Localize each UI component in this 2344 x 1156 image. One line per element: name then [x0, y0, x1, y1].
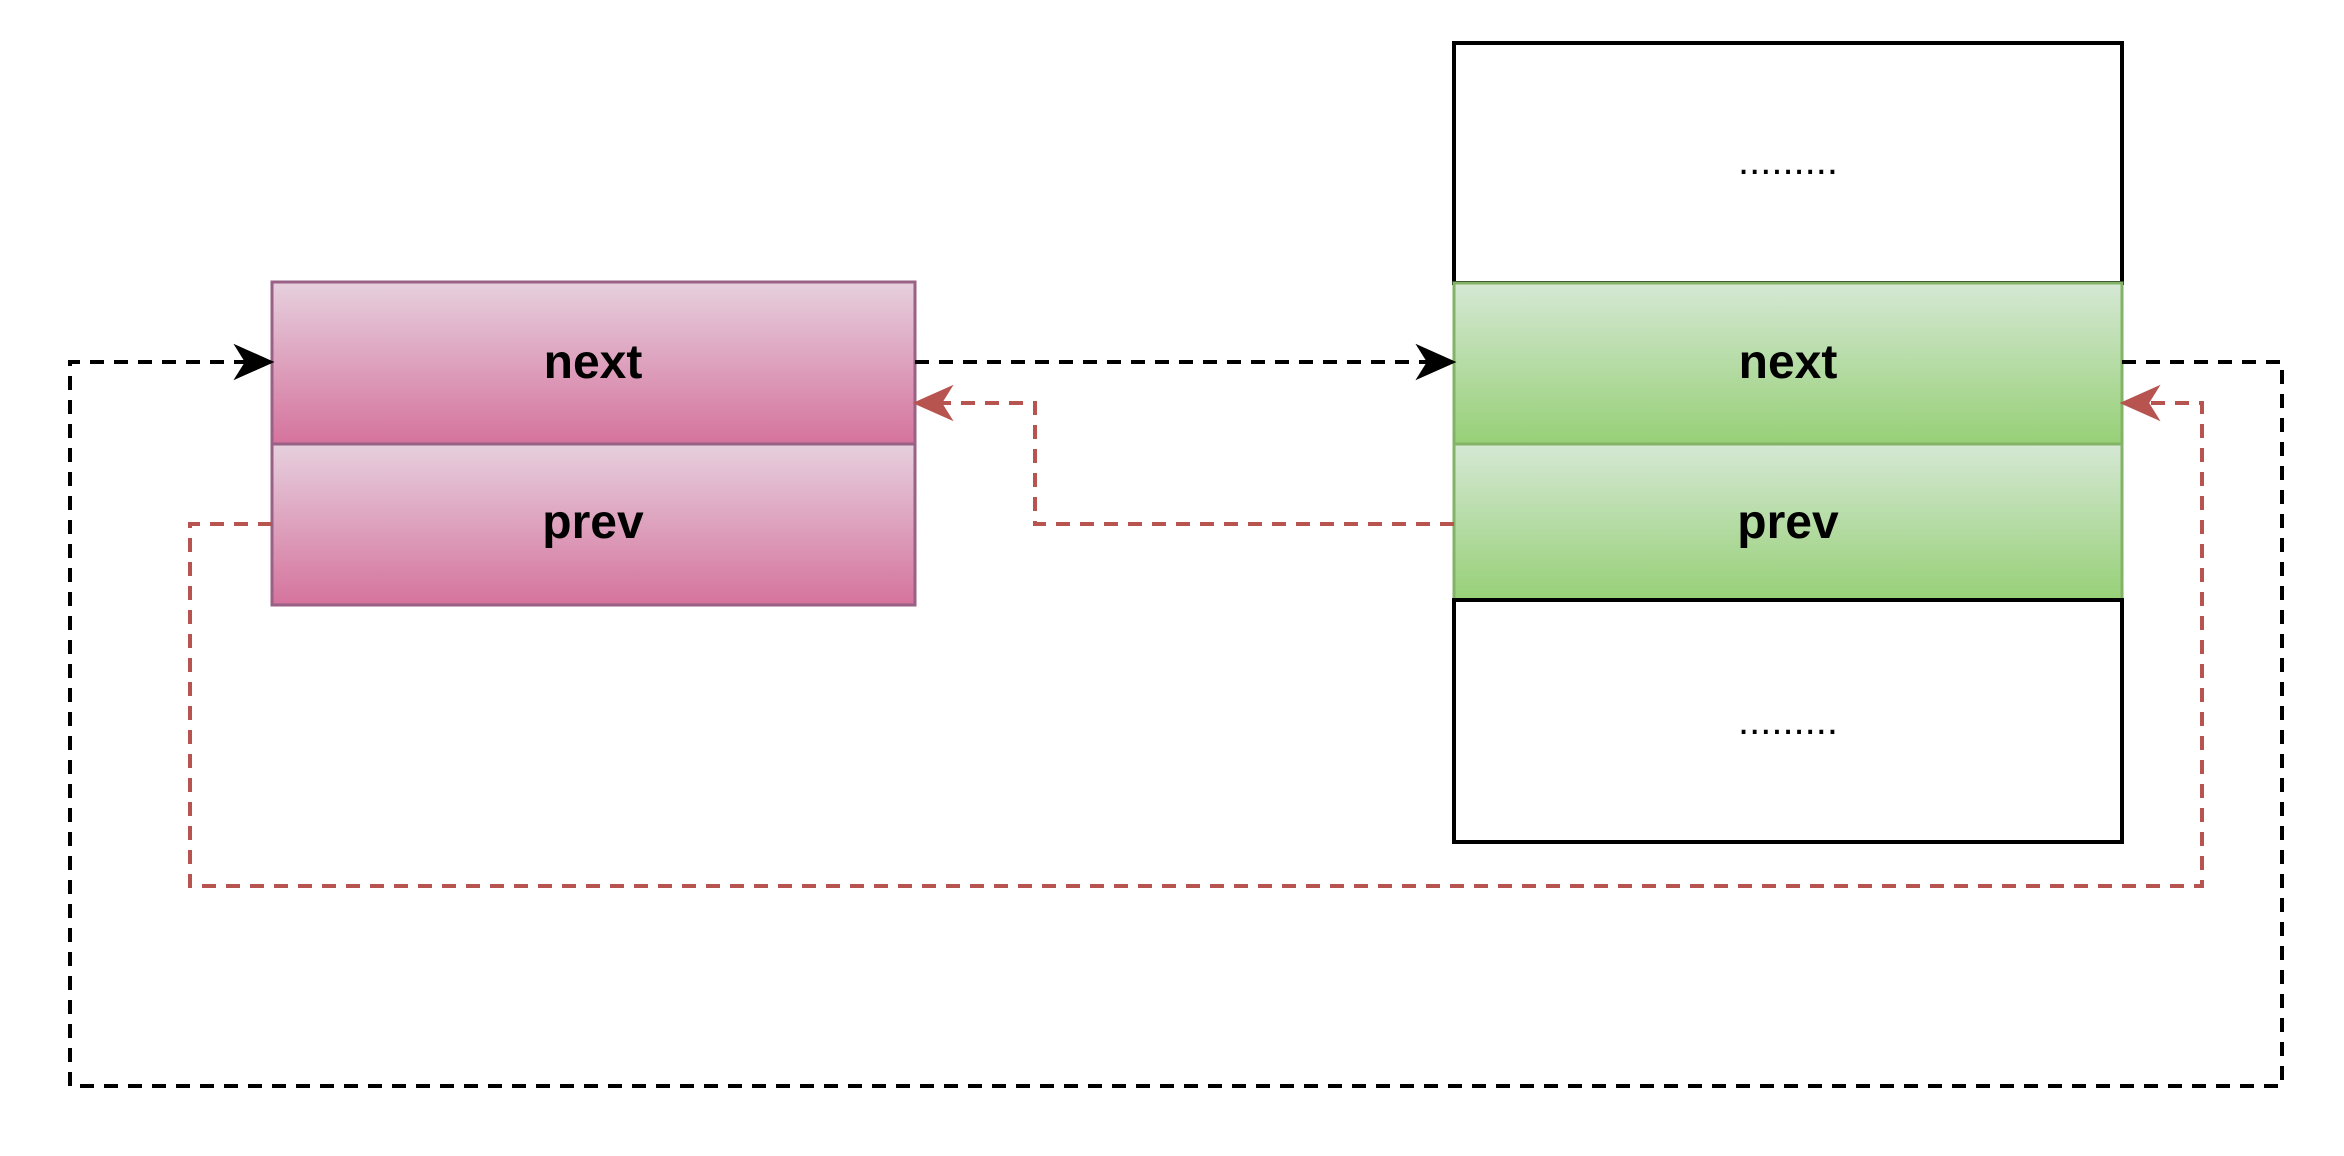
- right-node-bottom-placeholder-cell: [1452, 598, 2124, 844]
- left-node-next-label: next: [544, 336, 643, 389]
- right-node-prev-cell: [1452, 442, 2124, 602]
- right-node-bottom-placeholder: .........: [1738, 699, 1838, 743]
- left-node-next-cell: [270, 280, 917, 446]
- arrowhead-icon: [912, 384, 954, 422]
- next-link-left-to-right: [915, 343, 1457, 381]
- right-node-top-placeholder-cell: [1452, 41, 2124, 285]
- right-node-prev-label: prev: [1737, 496, 1839, 549]
- arrowhead-icon: [233, 343, 275, 381]
- next-link-wraparound: [68, 343, 2284, 1088]
- right-node-next-cell: [1452, 281, 2124, 446]
- prev-link-right-to-left: [912, 384, 1454, 526]
- left-node-prev-cell: [270, 442, 917, 607]
- right-node-next-label: next: [1739, 336, 1838, 389]
- right-node: ......... next prev .........: [1452, 41, 2124, 844]
- prev-link-wraparound: [188, 384, 2204, 888]
- left-node: next prev: [270, 280, 917, 607]
- arrowhead-icon: [2119, 384, 2161, 422]
- left-node-prev-label: prev: [542, 496, 644, 549]
- arrowhead-icon: [1415, 343, 1457, 381]
- right-node-top-placeholder: .........: [1738, 139, 1838, 183]
